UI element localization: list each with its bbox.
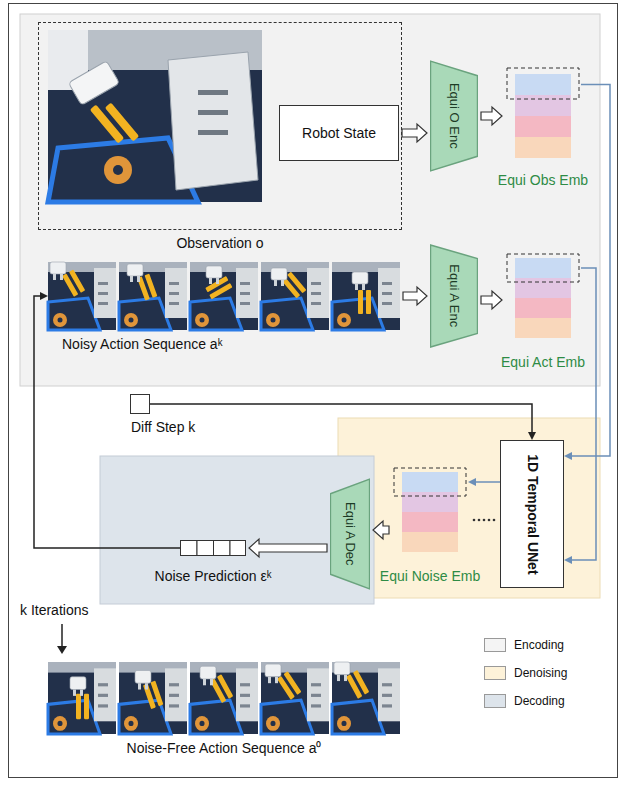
arrow-head (468, 478, 476, 486)
connector (564, 85, 610, 461)
act-embedding-rows (507, 254, 579, 338)
robot-photo (48, 30, 262, 202)
block-arrow (481, 107, 502, 125)
clean-action-frames (48, 662, 400, 734)
block-arrow (249, 539, 327, 557)
legend-row: Decoding (484, 694, 565, 708)
connector-line (572, 85, 610, 457)
image-sequence: Noise-Free Action Sequence a⁰ (48, 662, 400, 734)
caption: Observation o (176, 235, 263, 252)
noise-vector: Noise Prediction εᵏ (180, 540, 246, 556)
trapezoid-outline (430, 61, 477, 171)
caption: Noisy Action Sequence aᵏ (62, 336, 222, 353)
caption: Noise-Free Action Sequence a⁰ (127, 740, 322, 757)
node-label: Equi A Dec (342, 502, 358, 566)
encoder-trapezoid: Equi O Enc (430, 60, 478, 172)
block-arrow (373, 521, 389, 539)
connector (150, 404, 536, 440)
connector (481, 107, 502, 125)
connector-line (572, 268, 596, 560)
node-label: Equi A Enc (446, 265, 462, 328)
connector (481, 291, 502, 309)
legend-row: Denoising (484, 666, 567, 680)
noisy-action-frames (48, 262, 400, 330)
node-label: Robot State (302, 125, 376, 142)
noise-embedding-rows (394, 468, 466, 552)
arrow-head (564, 452, 572, 460)
block-arrow (402, 124, 427, 142)
ellipsis-dots (473, 519, 496, 522)
image-sequence: Noisy Action Sequence aᵏ (48, 262, 400, 330)
legend-text: Encoding (514, 638, 564, 652)
arrow-head (40, 292, 48, 300)
embedding-stack: Equi Act Emb (505, 252, 581, 348)
legend-row: Encoding (484, 638, 564, 652)
noise-vector-cells (181, 541, 246, 556)
outer-frame (9, 4, 618, 778)
arrow-head (564, 556, 572, 564)
legend-swatch (484, 694, 506, 708)
caption: Equi Noise Emb (380, 568, 480, 585)
node-label: Equi O Enc (446, 83, 462, 149)
obs-embedding-rows (507, 68, 579, 158)
denoising-panel (338, 418, 600, 598)
connector (564, 268, 596, 564)
caption: Equi Obs Emb (498, 172, 588, 189)
decoder-trapezoid: Equi A Dec (330, 478, 370, 590)
caption: Noise Prediction εᵏ (155, 568, 272, 585)
embedding-stack: Equi Obs Emb (505, 66, 581, 166)
arrow-head (528, 432, 536, 440)
unet-box: 1D Temporal UNet (500, 440, 564, 588)
trapezoid-outline (430, 245, 477, 347)
state-box: Robot State (279, 105, 399, 161)
observation-region: Observation oRobot State (38, 22, 402, 230)
encoder-trapezoid: Equi A Enc (430, 244, 478, 348)
legend-text: Decoding (514, 694, 565, 708)
connector (249, 539, 327, 557)
connector (373, 521, 389, 539)
legend-text: Denoising (514, 666, 567, 680)
connector (468, 478, 500, 486)
annotation-label: k Iterations (20, 602, 88, 618)
block-arrow (481, 291, 502, 309)
connector-line (150, 404, 532, 432)
embedding-stack: Equi Noise Emb (392, 466, 468, 562)
legend-swatch (484, 666, 506, 680)
connector-line (476, 481, 500, 483)
block-arrow (403, 287, 427, 305)
caption: Diff Step k (131, 419, 195, 436)
caption: Equi Act Emb (501, 354, 585, 371)
connector (403, 287, 427, 305)
step-box: Diff Step k (130, 394, 150, 414)
connector (402, 124, 427, 142)
decoding-panel (100, 456, 374, 604)
node-label: 1D Temporal UNet (524, 454, 541, 574)
trapezoid-outline (330, 479, 369, 589)
iteration-arrow (57, 624, 67, 654)
encoding-panel (20, 14, 600, 386)
legend-swatch (484, 638, 506, 652)
